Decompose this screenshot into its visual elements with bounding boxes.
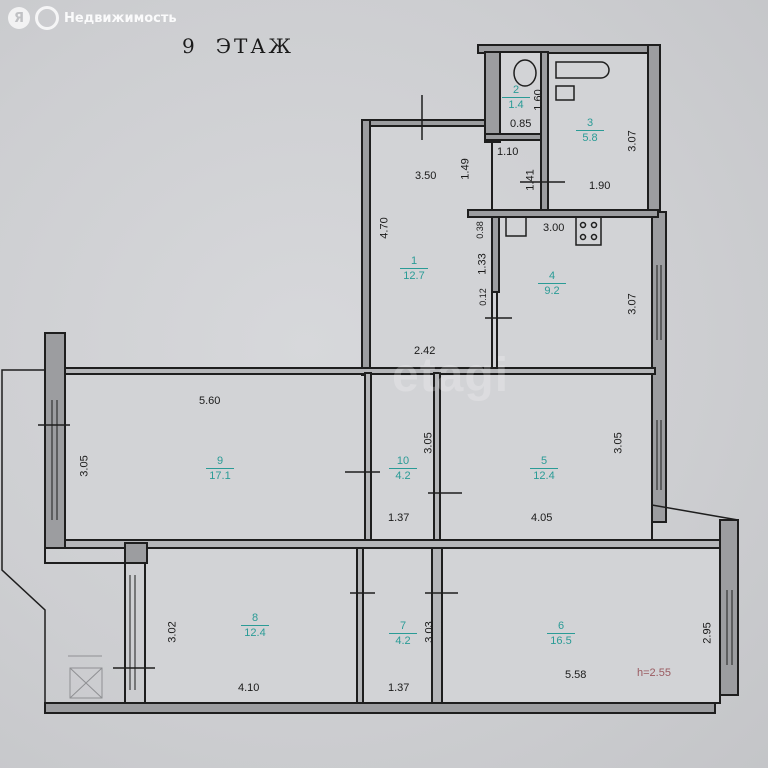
dim-r1-width-top: 3.50 — [415, 170, 437, 182]
dim-r2-door: 1.10 — [497, 146, 519, 158]
dim-r2-height: 1.60 — [532, 89, 545, 111]
floor-title: 9 ЭТАЖ — [182, 34, 312, 58]
dim-r9-height: 3.05 — [78, 455, 91, 477]
dim-r1-height: 4.70 — [378, 217, 391, 239]
room-7 — [361, 547, 433, 704]
dim-r4-height: 3.07 — [626, 293, 639, 315]
dim-r1-door: 1.49 — [459, 158, 472, 180]
right-wall-6 — [719, 519, 739, 696]
dim-r7-width: 1.37 — [388, 682, 410, 694]
dim-r1-width-bottom: 2.42 — [414, 345, 436, 357]
ring-logo-icon — [35, 6, 59, 30]
dim-r6-height: 2.95 — [701, 622, 714, 644]
stove-fixture — [575, 216, 602, 246]
dim-r4-width: 3.00 — [543, 222, 565, 234]
floor-label: ЭТАЖ — [215, 34, 294, 58]
dim-r8-width: 4.10 — [238, 682, 260, 694]
room-6 — [441, 547, 721, 704]
room-4 — [496, 216, 653, 374]
watermark-logo: Я Недвижимость — [8, 6, 177, 30]
dim-r10-width: 1.37 — [388, 512, 410, 524]
balcony-outline — [1, 369, 46, 712]
dim-r6-width: 5.58 — [565, 669, 587, 681]
dim-r4-wall: 1.33 — [476, 253, 489, 275]
left-wall — [44, 332, 66, 549]
dim-r5-width: 4.05 — [531, 512, 553, 524]
bathtub-fixture — [555, 61, 610, 79]
etagi-watermark: etagi — [392, 349, 510, 402]
dim-r10-height: 3.05 — [422, 432, 435, 454]
ventilation-box — [68, 655, 103, 699]
dim-r5-height: 3.05 — [612, 432, 625, 454]
room-2 — [499, 51, 542, 135]
room-9 — [64, 372, 366, 541]
dim-r9-width: 5.60 — [199, 395, 221, 407]
watermark-brand: Недвижимость — [64, 10, 177, 26]
dim-r3-width: 1.90 — [589, 180, 611, 192]
toilet-fixture — [513, 59, 537, 87]
dim-r3-door: 1.41 — [524, 169, 537, 191]
room-10 — [369, 372, 436, 541]
room-1 — [369, 124, 493, 374]
dim-r4-offset: 0.38 — [474, 221, 485, 239]
bath-sink-fixture — [555, 85, 575, 101]
yandex-logo-icon: Я — [8, 7, 30, 29]
ceiling-height-note: h=2.55 — [637, 667, 671, 679]
dim-r3-height: 3.07 — [626, 130, 639, 152]
floor-number: 9 — [182, 34, 198, 58]
dim-r2-width: 0.85 — [510, 118, 532, 130]
bottom-wall — [44, 702, 716, 714]
dim-r7-height: 3.03 — [423, 621, 436, 643]
dim-r4-gap: 0.12 — [477, 288, 488, 306]
dim-r8-height: 3.02 — [166, 621, 179, 643]
kitchen-sink-fixture — [505, 216, 527, 237]
